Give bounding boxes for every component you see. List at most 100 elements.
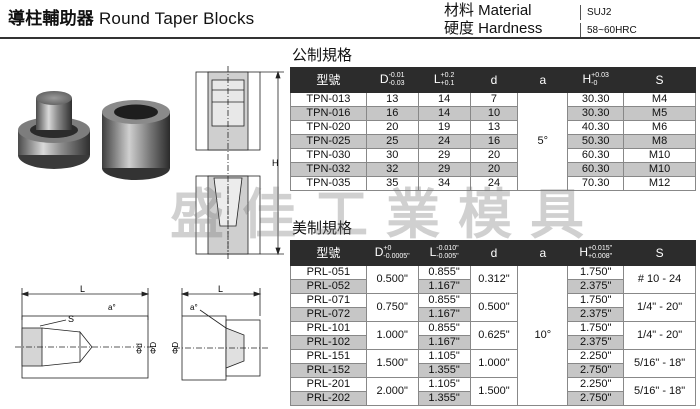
imperial-section-title: 美制規格 [292, 219, 353, 237]
cell-H: 60.30 [567, 148, 625, 163]
cell-S: M10 [623, 148, 696, 163]
col-L: L+0.2+0.1 [417, 67, 471, 93]
cell-H: 2.250" [567, 349, 625, 364]
table-row: PRL-071 0.750" 0.855" 0.500" 1.750" 1/4"… [290, 293, 696, 322]
cell-model: PRL-202 [290, 391, 367, 406]
cell-L: 0.855" [417, 265, 471, 280]
table-row: PRL-152 1.355" 2.750" [290, 363, 696, 378]
table-row: TPN-032 32 29 20 60.30 M10 [290, 162, 696, 177]
cell-L: 1.355" [417, 391, 471, 406]
dim-a2-label: a° [190, 303, 198, 312]
cell-D: 32 [365, 162, 419, 177]
dim-a1-label: a° [108, 303, 116, 312]
cell-model: PRL-052 [290, 279, 367, 294]
cell-L: 14 [417, 92, 471, 107]
cell-D: 1.500" [365, 349, 419, 378]
cell-model: PRL-101 [290, 321, 367, 336]
cell-d: 0.500" [469, 293, 519, 322]
cell-D: 35 [365, 176, 419, 191]
col-model: 型號 [290, 240, 367, 266]
cell-L: 0.855" [417, 293, 471, 308]
cell-D: 25 [365, 134, 419, 149]
cell-D: 20 [365, 120, 419, 135]
cell-d: 0.625" [469, 321, 519, 350]
cell-model: PRL-072 [290, 307, 367, 322]
cell-H: 2.250" [567, 377, 625, 392]
metric-spec-table: 型號 D-0.01-0.03 L+0.2+0.1 d a H+0.03-0 S … [290, 67, 696, 191]
table-row: PRL-051 0.500" 0.855" 0.312" 10° 1.750" … [290, 265, 696, 406]
imperial-spec-table: 型號 D+0-0.0005" L-0.010"-0.005" d a H+0.0… [290, 240, 696, 406]
cell-H: 2.375" [567, 335, 625, 350]
material-label: 材料 Material [444, 2, 532, 19]
cell-D: 16 [365, 106, 419, 121]
cell-L: 0.855" [417, 321, 471, 336]
product-photo [8, 60, 186, 190]
cell-d: 7 [469, 92, 519, 107]
cell-S: 5/16" - 18" [623, 349, 696, 378]
cell-D: 0.500" [365, 265, 419, 294]
cell-L: 29 [417, 162, 471, 177]
col-d: d [469, 240, 519, 266]
material-value: SUJ2 [580, 5, 611, 20]
cell-L: 1.355" [417, 363, 471, 378]
cell-model: TPN-025 [290, 134, 367, 149]
cell-H: 70.30 [567, 176, 625, 191]
cell-L: 34 [417, 176, 471, 191]
cell-model: PRL-152 [290, 363, 367, 378]
col-H: H+0.03-0 [567, 67, 625, 93]
table-row: TPN-013 13 14 7 5° 30.30 M4 [290, 92, 696, 191]
cell-d: 20 [469, 148, 519, 163]
cell-S: M8 [623, 134, 696, 149]
metric-header-row: 型號 D-0.01-0.03 L+0.2+0.1 d a H+0.03-0 S [290, 67, 696, 93]
col-a: a [517, 240, 569, 266]
metric-section-title: 公制規格 [292, 46, 353, 64]
cell-d: 24 [469, 176, 519, 191]
table-row: PRL-102 1.167" 2.375" [290, 335, 696, 350]
col-L: L-0.010"-0.005" [417, 240, 471, 266]
dim-d-label: Φd [135, 343, 144, 354]
cell-L: 1.105" [417, 349, 471, 364]
col-D: D+0-0.0005" [365, 240, 419, 266]
dim-H-label: H [272, 158, 279, 168]
cell-H: 1.750" [567, 293, 625, 308]
col-S: S [623, 67, 696, 93]
header-divider [0, 37, 700, 39]
cell-angle: 5° [517, 92, 569, 191]
table-row: PRL-201 2.000" 1.105" 1.500" 2.250" 5/16… [290, 377, 696, 406]
cell-H: 1.750" [567, 265, 625, 280]
title-zh: 導柱輔助器 [8, 9, 94, 29]
cell-H: 40.30 [567, 120, 625, 135]
cell-L: 1.167" [417, 307, 471, 322]
cell-L: 24 [417, 134, 471, 149]
cell-d: 1.500" [469, 377, 519, 406]
cell-H: 2.750" [567, 363, 625, 378]
cell-L: 29 [417, 148, 471, 163]
side-drawing-left: S L [15, 284, 155, 379]
cell-model: PRL-201 [290, 377, 367, 392]
cell-angle: 10° [517, 265, 569, 406]
cell-H: 30.30 [567, 92, 625, 107]
cell-L: 1.105" [417, 377, 471, 392]
table-row: TPN-020 20 19 13 40.30 M6 [290, 120, 696, 135]
cell-S: # 10 - 24 [623, 265, 696, 294]
cell-d: 16 [469, 134, 519, 149]
cell-model: PRL-151 [290, 349, 367, 364]
cell-H: 1.750" [567, 321, 625, 336]
cell-S: M6 [623, 120, 696, 135]
col-H: H+0.015"+0.008" [567, 240, 625, 266]
cell-D: 13 [365, 92, 419, 107]
cell-D: 1.000" [365, 321, 419, 350]
cell-H: 2.375" [567, 279, 625, 294]
cell-H: 60.30 [567, 162, 625, 177]
dim-S-label: S [68, 314, 74, 324]
cell-S: M12 [623, 176, 696, 191]
cell-model: TPN-032 [290, 162, 367, 177]
cell-S: 1/4" - 20" [623, 293, 696, 322]
page-title: 導柱輔助器 Round Taper Blocks [8, 4, 254, 29]
hardness-label: 硬度 Hardness [444, 20, 543, 37]
cell-model: TPN-035 [290, 176, 367, 191]
cell-S: M4 [623, 92, 696, 107]
cell-L: 19 [417, 120, 471, 135]
cell-D: 30 [365, 148, 419, 163]
cell-H: 2.375" [567, 307, 625, 322]
